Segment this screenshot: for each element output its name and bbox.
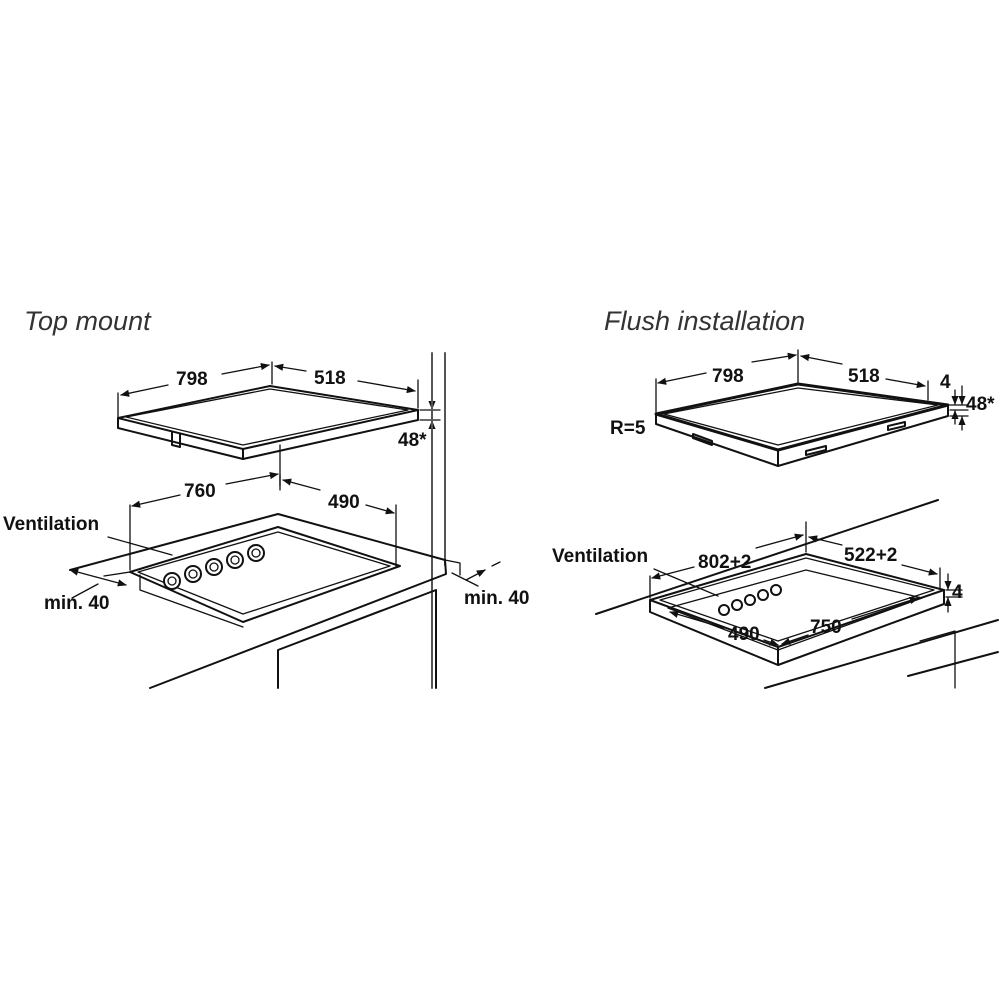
flush-hob-height-label: 48*: [966, 394, 995, 415]
top-hob-depth-label: 518: [314, 368, 346, 389]
flush-countertop: [595, 499, 999, 689]
top-hob-width-label: 798: [176, 369, 208, 390]
flush-recess-width-dimension: 802+2: [649, 521, 807, 599]
flush-hob-depth-dimension: 518: [800, 353, 929, 401]
top-vent-holes: [163, 544, 265, 590]
flush-hob-height-dimension: 48*: [949, 385, 995, 431]
flush-hob-width-label: 798: [712, 366, 744, 387]
flush-hob-edge-dimension: 4: [940, 372, 969, 425]
top-hob-width-dimension: 798: [117, 361, 273, 418]
flush-recess-width-label: 802+2: [698, 552, 751, 573]
top-cutout-depth-label: 490: [328, 492, 360, 513]
top-mount-diagram: Top mount 798 518: [3, 306, 529, 689]
flush-recess-edge-label: 4: [952, 582, 963, 603]
top-cutout-width-label: 760: [184, 481, 216, 502]
flush-cutout-width-label: 750: [810, 617, 842, 638]
top-cutout-depth-dimension: 490: [282, 478, 397, 567]
top-mount-countertop: [69, 513, 461, 689]
top-min-left-dimension: min. 40: [44, 568, 131, 614]
top-min-left-label: min. 40: [44, 593, 109, 614]
flush-cutout-width-dimension: 750: [781, 597, 919, 645]
top-min-right-dimension: min. 40: [451, 561, 529, 609]
top-min-right-label: min. 40: [464, 588, 529, 609]
flush-recess-depth-label: 522+2: [844, 545, 897, 566]
flush-installation-title: Flush installation: [604, 306, 805, 336]
top-ventilation-leader: [107, 536, 173, 556]
top-cutout-width-dimension: 760: [129, 471, 281, 571]
top-mount-title: Top mount: [24, 306, 152, 336]
flush-ventilation-leader: [653, 568, 719, 597]
top-hob-height-label: 48*: [398, 430, 427, 451]
top-hob-depth-dimension: 518: [274, 363, 419, 409]
flush-hob-edge-label: 4: [940, 372, 951, 393]
top-ventilation-label: Ventilation: [3, 514, 99, 535]
flush-recess-edge-dimension: 4: [944, 573, 963, 613]
flush-radius-label: R=5: [610, 418, 646, 439]
flush-hob-depth-label: 518: [848, 366, 880, 387]
flush-hob-width-dimension: 798: [655, 349, 799, 413]
flush-cutout-depth-dimension: 490: [669, 610, 779, 646]
flush-installation-diagram: Flush installation R=5 798 518: [552, 306, 999, 689]
flush-ventilation-label: Ventilation: [552, 546, 648, 567]
flush-recess: [649, 553, 945, 666]
flush-hob: [654, 382, 950, 467]
flush-recess-depth-dimension: 522+2: [808, 535, 941, 589]
flush-cutout-depth-label: 490: [728, 624, 760, 645]
top-mount-cutout: [129, 526, 401, 628]
flush-vent-holes: [718, 584, 782, 616]
top-mount-hob: [117, 385, 419, 491]
